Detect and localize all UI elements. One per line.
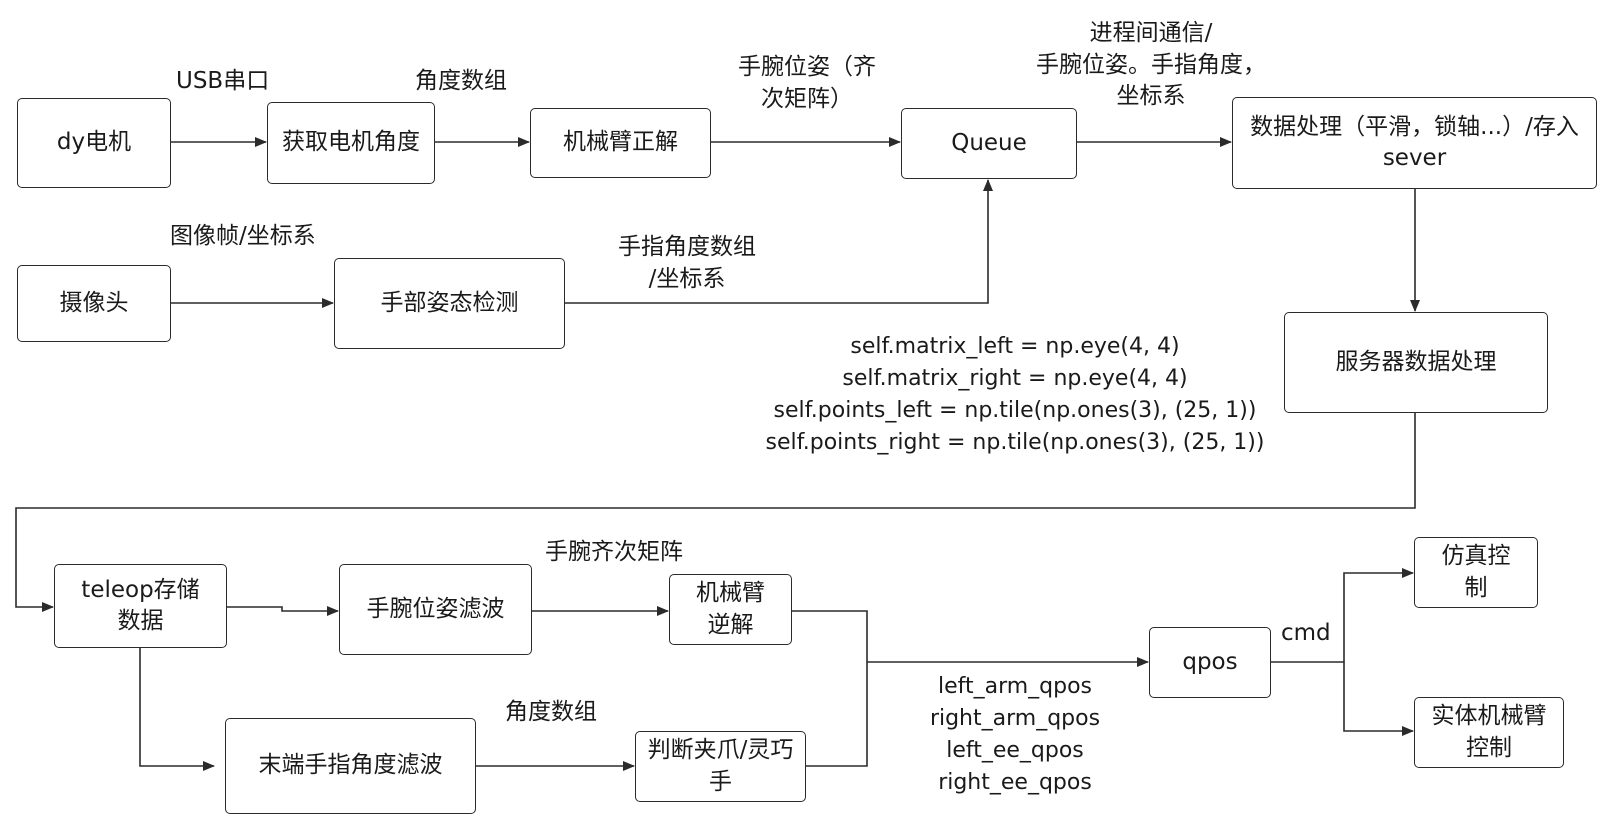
image-frame-label: 图像帧/坐标系 [170,223,316,249]
hand-pose-detect-node: 手部姿态检测 [334,258,565,349]
code-line: self.points_left = np.tile(np.ones(3), (… [773,397,1257,423]
qpos-line: left_arm_qpos [937,674,1093,699]
edge-qpos-to-real [1343,662,1414,736]
wrist-homogeneous-label: 手腕齐次矩阵 [545,539,683,565]
ipc-line-3: 坐标系 [1116,83,1186,110]
arm-inverse-kinematics-node: 机械臂逆解 [669,574,792,645]
edge-teleop-to-wristfilter [226,606,339,616]
finger-angle-label: 手指角度数组 /坐标系 [618,232,756,295]
code-line: self.points_right = np.tile(np.ones(3), … [765,429,1265,455]
usb-serial-label: USB串口 [176,68,270,94]
server-processing-node: 服务器数据处理 [1284,312,1548,413]
code-block: self.matrix_left = np.eye(4, 4) self.mat… [745,331,1285,459]
qpos-line: right_ee_qpos [938,769,1092,795]
ipc-line-2: 手腕位姿。手指角度， [1036,51,1266,78]
qpos-list: left_arm_qpos right_arm_qpos left_ee_qpo… [905,671,1125,799]
edge-qpos-to-sim [1270,568,1414,663]
edge-server-to-teleop [15,412,1416,612]
edge-teleop-to-fingerfilter [139,647,215,771]
edge-gripper-to-merge [805,662,868,767]
edge-ik-to-merge [791,610,868,662]
code-line: self.matrix_left = np.eye(4, 4) [850,334,1180,359]
finger-angle-line-2: /坐标系 [648,265,726,292]
ipc-label: 进程间通信/ 手腕位姿。手指角度， 坐标系 [1036,18,1266,113]
wrist-pose-matrix-label: 手腕位姿（齐 次矩阵） [738,52,876,115]
dy-motor-node: dy电机 [17,98,171,188]
qpos-node: qpos [1149,627,1271,698]
wrist-filter-node: 手腕位姿滤波 [339,564,532,655]
camera-node: 摄像头 [17,265,171,342]
edge-handpose-to-queue [564,179,993,304]
qpos-line: left_ee_qpos [946,737,1084,763]
queue-node: Queue [901,108,1077,179]
wrist-pose-matrix-line-1: 手腕位姿（齐 [738,54,876,80]
real-arm-control-node: 实体机械臂控制 [1414,697,1564,768]
cmd-label: cmd [1281,620,1331,646]
angle-array-top-label: 角度数组 [415,68,507,94]
sim-control-node: 仿真控制 [1414,537,1538,608]
wrist-pose-matrix-line-2: 次矩阵） [761,85,853,112]
angle-array-bottom-label: 角度数组 [505,699,597,725]
finger-angle-line-1: 手指角度数组 [618,234,756,260]
finger-filter-node: 末端手指角度滤波 [225,718,476,814]
arm-forward-kinematics-node: 机械臂正解 [530,108,711,178]
qpos-line: right_arm_qpos [929,705,1101,731]
get-motor-angle-node: 获取电机角度 [267,102,435,184]
gripper-judge-node: 判断夹爪/灵巧手 [635,731,806,802]
teleop-store-node: teleop存储数据 [54,564,227,648]
code-line: self.matrix_right = np.eye(4, 4) [842,365,1188,391]
data-processing-node: 数据处理（平滑，锁轴...）/存入sever [1232,97,1597,189]
ipc-line-1: 进程间通信/ [1089,20,1213,46]
